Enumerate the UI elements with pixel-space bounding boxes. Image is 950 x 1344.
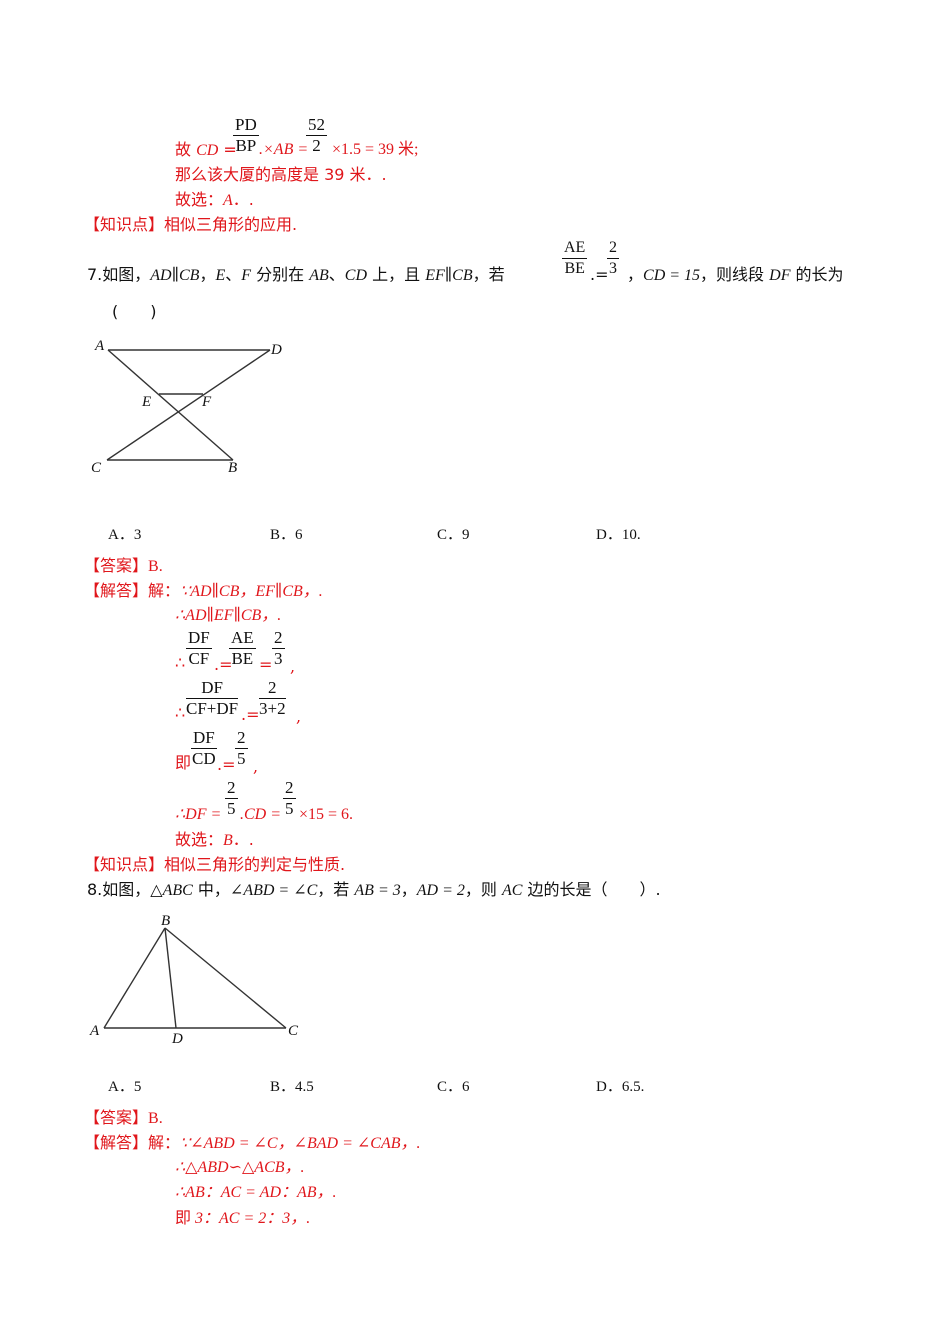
label-C: C (288, 1023, 299, 1039)
fraction-ae-be: AE BE (229, 628, 256, 668)
df-equals: ∴DF = (175, 806, 222, 823)
knowledge-point: 【知识点】相似三角形的应用. (84, 215, 297, 235)
solution-row-1: 【解答】解：∵∠ABD = ∠C，∠BAD = ∠CAB，. (84, 1133, 421, 1152)
equals-sign: .= (590, 265, 609, 284)
label-F: F (201, 394, 212, 410)
option-a[interactable]: A．3 (108, 527, 142, 543)
fraction-df-cf-plus-df: DF CF+DF (186, 678, 239, 718)
answer-label: 【答案】 (84, 1108, 149, 1127)
label-B: B (161, 913, 170, 929)
solution-line-height: 那么该大厦的高度是 39 米．. (175, 165, 387, 184)
solution-label: 【解答】 (84, 1133, 149, 1152)
label-A: A (94, 338, 105, 354)
solution-row-3: ∴AB：AC = AD：AB，. (175, 1184, 337, 1201)
label-C: C (91, 460, 102, 476)
fraction-2-over-3-plus-2: 2 3+2 (259, 678, 286, 718)
fraction-2-5: 2 5 (283, 778, 296, 818)
label-D: D (270, 342, 282, 358)
denominator: BE (564, 260, 585, 277)
equals-sign: .= (217, 755, 236, 774)
denominator: 2 (312, 136, 321, 155)
option-d[interactable]: D．10. (596, 527, 641, 543)
knowledge-point: 【知识点】相似三角形的判定与性质. (84, 855, 345, 875)
comma: , (290, 657, 296, 676)
option-c[interactable]: C．9 (437, 527, 470, 543)
answer-paren: ( ) (112, 302, 157, 321)
fraction-df-cf: DF CF (186, 628, 212, 668)
question-8-stem: 8.如图，△ABC 中，∠ABD = ∠C，若 AB = 3，AD = 2，则 … (87, 880, 661, 899)
equals-sign: .= (241, 705, 260, 724)
therefore-symbol: ∴ (175, 703, 186, 722)
knowledge-label: 【知识点】 (84, 855, 165, 874)
comma: , (253, 757, 259, 776)
solution-line-cd: 故 CD = (175, 140, 237, 159)
denominator: 3 (609, 260, 617, 277)
question-7-stem: 7.如图，AD∥CB，E、F 分别在 AB、CD 上，且 EF∥CB，若 (87, 265, 505, 284)
knowledge-text: 相似三角形的判定与性质. (164, 855, 346, 874)
fraction-2-3: 2 3 (607, 238, 619, 279)
figure-q7-trapezoid: A D E F C B (91, 338, 282, 476)
fraction-ae-be: AE BE (562, 238, 588, 279)
fraction-52-2: 52 2 (306, 115, 327, 156)
label-E: E (141, 394, 151, 410)
fraction-df-cd: DF CD (191, 728, 217, 768)
equals-sign: = (259, 655, 273, 674)
comma: , (296, 707, 302, 726)
option-a[interactable]: A．5 (108, 1079, 142, 1095)
label-A: A (89, 1023, 100, 1039)
fraction-pd-bp: PD BP (233, 115, 259, 156)
figure-q8-triangle: B A D C (89, 913, 299, 1047)
solution-line-tail: ×1.5 = 39 米; (332, 141, 419, 158)
solution-row-1: 【解答】解：∵AD∥CB，EF∥CB，. (84, 581, 323, 600)
cd-equals: .CD = (240, 806, 282, 823)
solution-row-2: ∴AD∥EF∥CB，. (175, 607, 282, 624)
label-D: D (171, 1031, 183, 1047)
answer-value: B. (148, 1110, 163, 1127)
result: ×15 = 6. (299, 806, 354, 823)
equals-sign: .= (214, 655, 233, 674)
solution-line-mid: .×AB = (259, 141, 309, 158)
knowledge-text: 相似三角形的应用. (164, 215, 298, 234)
answer-row: 【答案】B. (84, 1108, 163, 1129)
numerator: AE (562, 238, 588, 259)
fraction-2-5: 2 5 (235, 728, 248, 768)
question-7-stem-end: ，CD = 15，则线段 DF 的长为 (627, 265, 844, 284)
option-b[interactable]: B．6 (270, 527, 303, 543)
numerator: PD (233, 115, 259, 136)
answer-label: 【答案】 (84, 556, 149, 575)
fraction-2-5: 2 5 (225, 778, 238, 818)
label-B: B (228, 460, 237, 476)
solution-choice: 故选：B．. (175, 830, 254, 849)
option-d[interactable]: D．6.5. (596, 1079, 645, 1095)
knowledge-label: 【知识点】 (84, 215, 165, 234)
solution-line-choice: 故选：A．. (175, 190, 254, 209)
answer-value: B. (148, 558, 163, 575)
numerator: 2 (607, 238, 619, 259)
namely-label: 即 (175, 753, 192, 772)
denominator: BP (235, 136, 257, 155)
numerator: 52 (306, 115, 327, 136)
fraction-2-3: 2 3 (272, 628, 285, 668)
solution-row-2: ∴△ABD∽△ACB，. (175, 1159, 305, 1176)
solution-row-4: 即 3：AC = 2：3，. (175, 1208, 311, 1227)
option-b[interactable]: B．4.5 (270, 1079, 314, 1095)
option-c[interactable]: C．6 (437, 1079, 470, 1095)
solution-label: 【解答】 (84, 581, 149, 600)
therefore-symbol: ∴ (175, 653, 186, 672)
answer-row: 【答案】B. (84, 556, 163, 577)
